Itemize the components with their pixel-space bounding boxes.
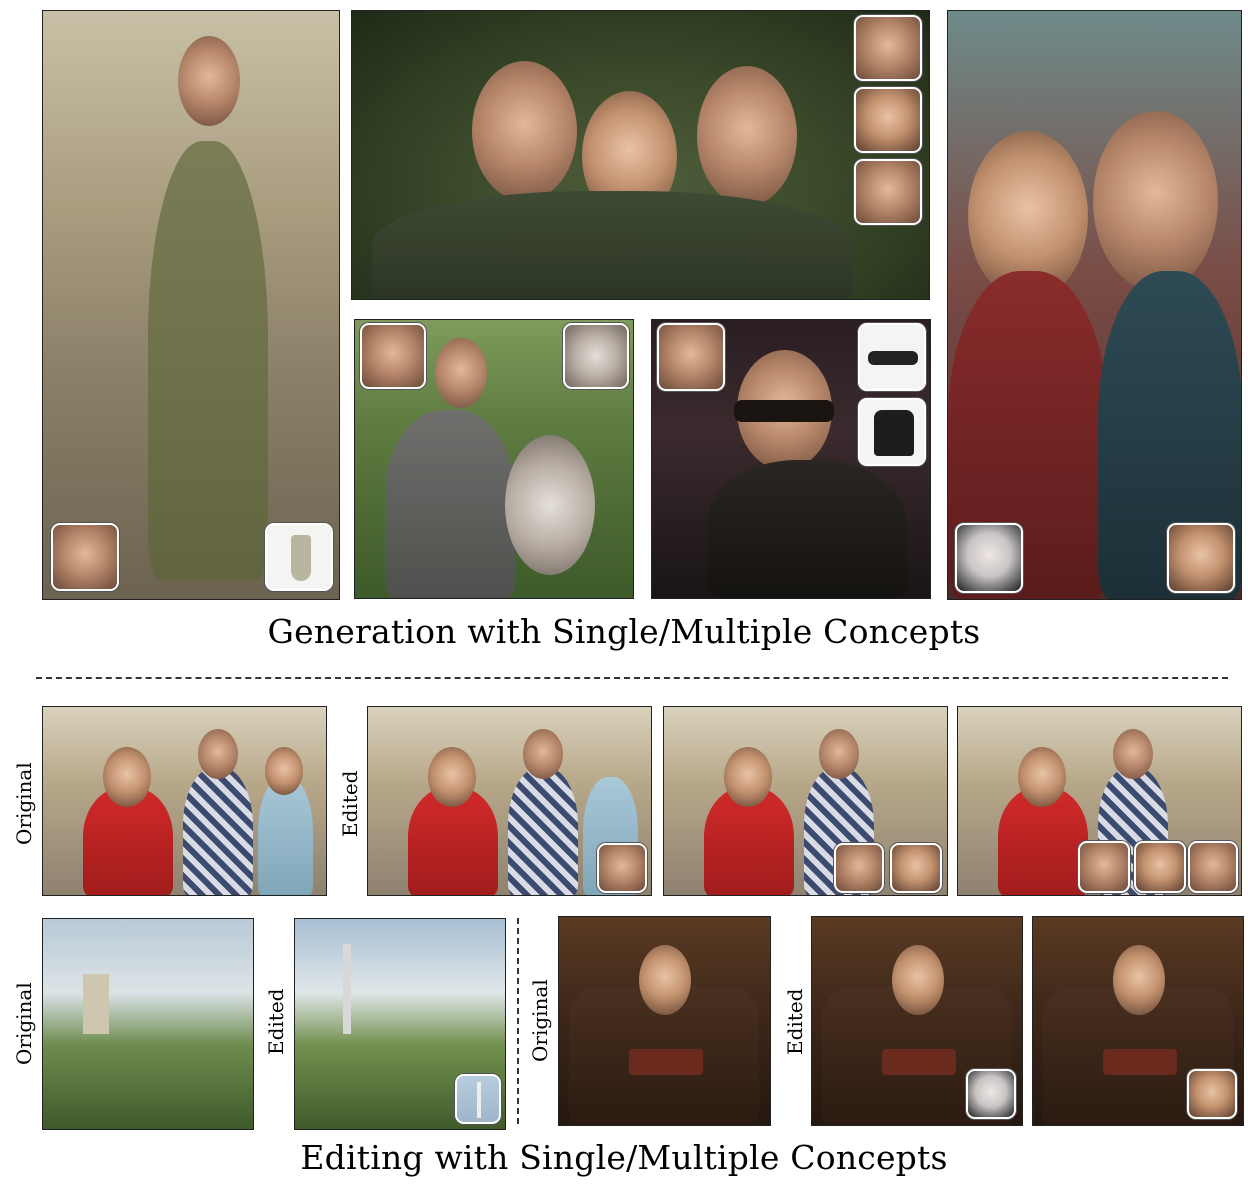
ref-thumb-dress xyxy=(265,523,333,591)
ref-thumb-man xyxy=(657,323,725,391)
man-head xyxy=(198,729,238,779)
label-edited-row1: Edited xyxy=(338,770,362,837)
woman-blue-head xyxy=(265,747,303,795)
woman-red-head xyxy=(103,747,151,807)
ref-thumb-tower xyxy=(455,1074,501,1124)
edit-row2-castle-original xyxy=(42,918,254,1130)
edit-row2-tower-edited xyxy=(294,918,506,1130)
ref-thumb-jacket xyxy=(858,398,926,466)
man-head xyxy=(435,338,487,408)
edit-row2-library-original xyxy=(558,916,771,1126)
woman-blue-top xyxy=(258,777,313,895)
edit-row1-edited-1 xyxy=(367,706,652,896)
cat-figure xyxy=(505,435,595,575)
bottom-caption: Editing with Single/Multiple Concepts xyxy=(300,1138,948,1177)
edit-row1-edited-2 xyxy=(663,706,948,896)
woman-right-head xyxy=(1093,111,1218,291)
row2-divider xyxy=(517,918,519,1124)
man-plaid-shirt xyxy=(183,767,253,895)
woman-head xyxy=(178,36,240,126)
top-caption: Generation with Single/Multiple Concepts xyxy=(267,612,981,651)
woman-red-head xyxy=(724,747,772,807)
gen-panel-man-with-cat xyxy=(354,319,634,599)
label-original-row2-right: Original xyxy=(528,979,552,1062)
ref-thumb-cat xyxy=(563,323,629,389)
people-bodies xyxy=(372,191,852,299)
ref-thumb-woman xyxy=(1187,1069,1237,1119)
man-head xyxy=(1113,729,1153,779)
castle-landscape-image xyxy=(43,919,253,1129)
ref-thumb-woman-2 xyxy=(1167,523,1235,593)
ref-thumb-man xyxy=(834,843,884,893)
open-book xyxy=(882,1049,956,1075)
ref-thumb-woman xyxy=(890,843,942,893)
edit-row1-edited-3 xyxy=(957,706,1242,896)
ref-thumb-man xyxy=(360,323,426,389)
ref-thumb-face xyxy=(51,523,119,591)
label-edited-row2-left: Edited xyxy=(264,988,288,1055)
ref-thumb-sunglasses xyxy=(858,323,926,391)
woman-head xyxy=(1113,945,1165,1015)
tv-tower xyxy=(343,944,351,1034)
woman-red-head xyxy=(428,747,476,807)
edit-row1-original xyxy=(42,706,327,896)
ref-thumb-man xyxy=(597,843,647,893)
ref-thumb-man-2 xyxy=(854,159,922,225)
ref-thumb-woman-1 xyxy=(955,523,1023,593)
gen-panel-three-people-jungle xyxy=(351,10,930,300)
castle-tower xyxy=(83,974,109,1034)
woman-head xyxy=(892,945,944,1015)
section-divider xyxy=(36,677,1228,679)
man-body-grey-shirt xyxy=(385,410,515,598)
ref-thumb-woman xyxy=(966,1069,1016,1119)
man-plaid-shirt xyxy=(508,767,578,895)
open-book xyxy=(629,1049,703,1075)
ref-thumb-man-1 xyxy=(854,15,922,81)
leather-jacket-body xyxy=(707,460,907,598)
gen-panel-man-sunglasses-night xyxy=(651,319,931,599)
gen-panel-two-women-fantasy xyxy=(947,10,1242,600)
label-edited-row2-right: Edited xyxy=(783,988,807,1055)
ref-thumb-woman-1 xyxy=(1134,841,1186,893)
man-head xyxy=(523,729,563,779)
gen-panel-woman-street xyxy=(42,10,340,600)
edit-row2-library-edited-1 xyxy=(811,916,1023,1126)
man-right-head xyxy=(697,66,797,206)
edit-row2-library-edited-2 xyxy=(1032,916,1244,1126)
woman-figure xyxy=(148,141,268,581)
ref-thumb-woman-2 xyxy=(1188,841,1238,893)
woman-head xyxy=(639,945,691,1015)
woman-red-head xyxy=(1018,747,1066,807)
ref-thumb-woman xyxy=(854,87,922,153)
sunglasses xyxy=(734,400,834,422)
label-original-row1: Original xyxy=(12,762,36,845)
ref-thumb-man xyxy=(1078,841,1130,893)
man-head xyxy=(819,729,859,779)
man-left-head xyxy=(472,61,577,201)
label-original-row2-left: Original xyxy=(12,982,36,1065)
open-book xyxy=(1103,1049,1177,1075)
